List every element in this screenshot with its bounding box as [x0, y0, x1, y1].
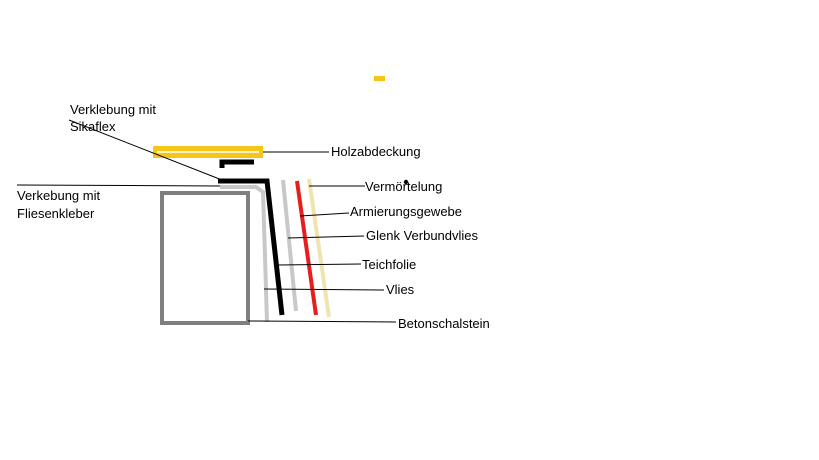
label-vlies: Vlies — [386, 282, 415, 297]
teichfolie-main-shape — [218, 178, 285, 316]
label-verklebung-sikaflex-line1: Verklebung mit — [70, 102, 156, 117]
leader-glenk-verbundvlies — [287, 235, 365, 239]
leader-verkebung-fliesenkleber — [16, 184, 221, 187]
label-armierungsgewebe: Armierungsgewebe — [350, 204, 463, 219]
label-betonschalstein: Betonschalstein — [398, 316, 490, 331]
vermoertelung-shape — [307, 178, 331, 318]
label-verklebung-sikaflex-line2: Sikaflex — [70, 119, 116, 134]
label-teichfolie: Teichfolie — [362, 257, 417, 272]
leader-vlies — [263, 288, 385, 291]
vlies-shape — [220, 185, 269, 323]
teichfolie-shape — [219, 159, 254, 168]
leader-verklebung-sikaflex — [68, 119, 223, 181]
label-holzabdeckung: Holzabdeckung — [331, 144, 421, 159]
label-vermoertelung: Vermörtelung — [365, 179, 443, 194]
marker-dot — [403, 179, 409, 185]
label-verkebung-fliesenkleber-line1: Verkebung mit — [17, 188, 101, 203]
label-verkebung-fliesenkleber-line2: Fliesenkleber — [17, 206, 95, 221]
armierungsgewebe-shape — [295, 180, 318, 316]
betonschalstein-shape — [160, 191, 250, 325]
leader-betonschalstein — [247, 320, 397, 323]
leader-armierungsgewebe — [299, 212, 350, 217]
glenk-verbundvlies-shape — [281, 179, 298, 312]
label-glenk-verbundvlies: Glenk Verbundvlies — [366, 228, 479, 243]
yellow-dash — [374, 76, 385, 81]
leader-teichfolie — [277, 263, 362, 266]
